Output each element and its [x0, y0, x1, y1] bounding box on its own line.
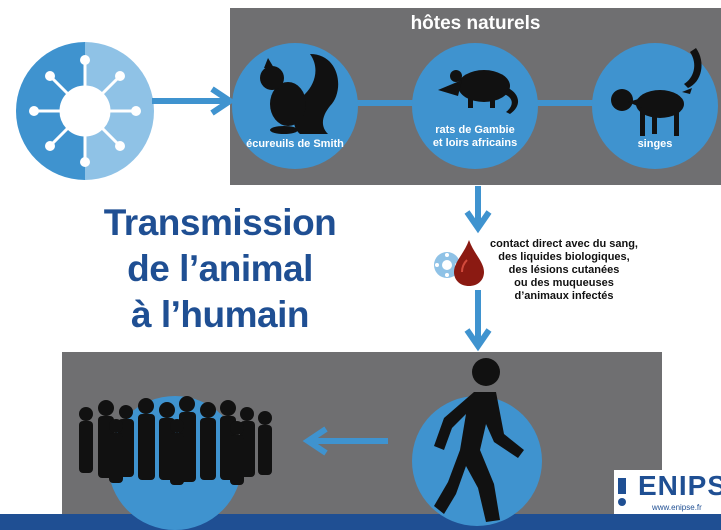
enipse-logo-box — [614, 470, 721, 514]
squirrel-icon — [260, 54, 339, 134]
headline: Transmission de l’animal à l’humain — [95, 200, 345, 338]
arrow-down-icon — [464, 186, 492, 234]
logo-name: ENIPSE — [638, 470, 721, 501]
logo-mark-icon — [618, 478, 626, 506]
headline-line1: Transmission — [103, 202, 337, 243]
monkey-icon — [611, 48, 702, 136]
walking-person-icon — [434, 358, 524, 522]
contact-line2: des liquides biologiques, — [498, 251, 630, 263]
arrow-right-icon — [152, 86, 236, 116]
contact-line3: des lésions cutanées — [508, 264, 620, 276]
contact-line4: ou des muqueuses — [514, 277, 614, 289]
hosts-title: hôtes naturels — [410, 13, 541, 34]
headline-line2: de l’animal — [127, 248, 313, 289]
virus-icon — [16, 42, 154, 180]
rat-label-line1: rats de Gambie — [435, 124, 515, 136]
rat-icon — [438, 70, 519, 114]
arrow-down-icon-2 — [464, 290, 492, 352]
headline-line3: à l’humain — [131, 294, 309, 335]
contact-description: contact direct avec du sang, des liquide… — [478, 238, 650, 303]
bottom-bar — [0, 514, 721, 530]
arrow-left-icon — [302, 426, 388, 456]
blood-drop-icon — [454, 240, 484, 286]
rat-label-line2: et loirs africains — [432, 137, 518, 149]
logo-url: www.enipse.fr — [652, 503, 702, 512]
squirrel-label: écureuils de Smith — [246, 138, 344, 150]
contact-line1: contact direct avec du sang, — [490, 238, 638, 250]
crowd-icon — [79, 396, 272, 485]
contact-line5: d’animaux infectés — [514, 290, 614, 302]
monkey-label: singes — [637, 138, 673, 150]
